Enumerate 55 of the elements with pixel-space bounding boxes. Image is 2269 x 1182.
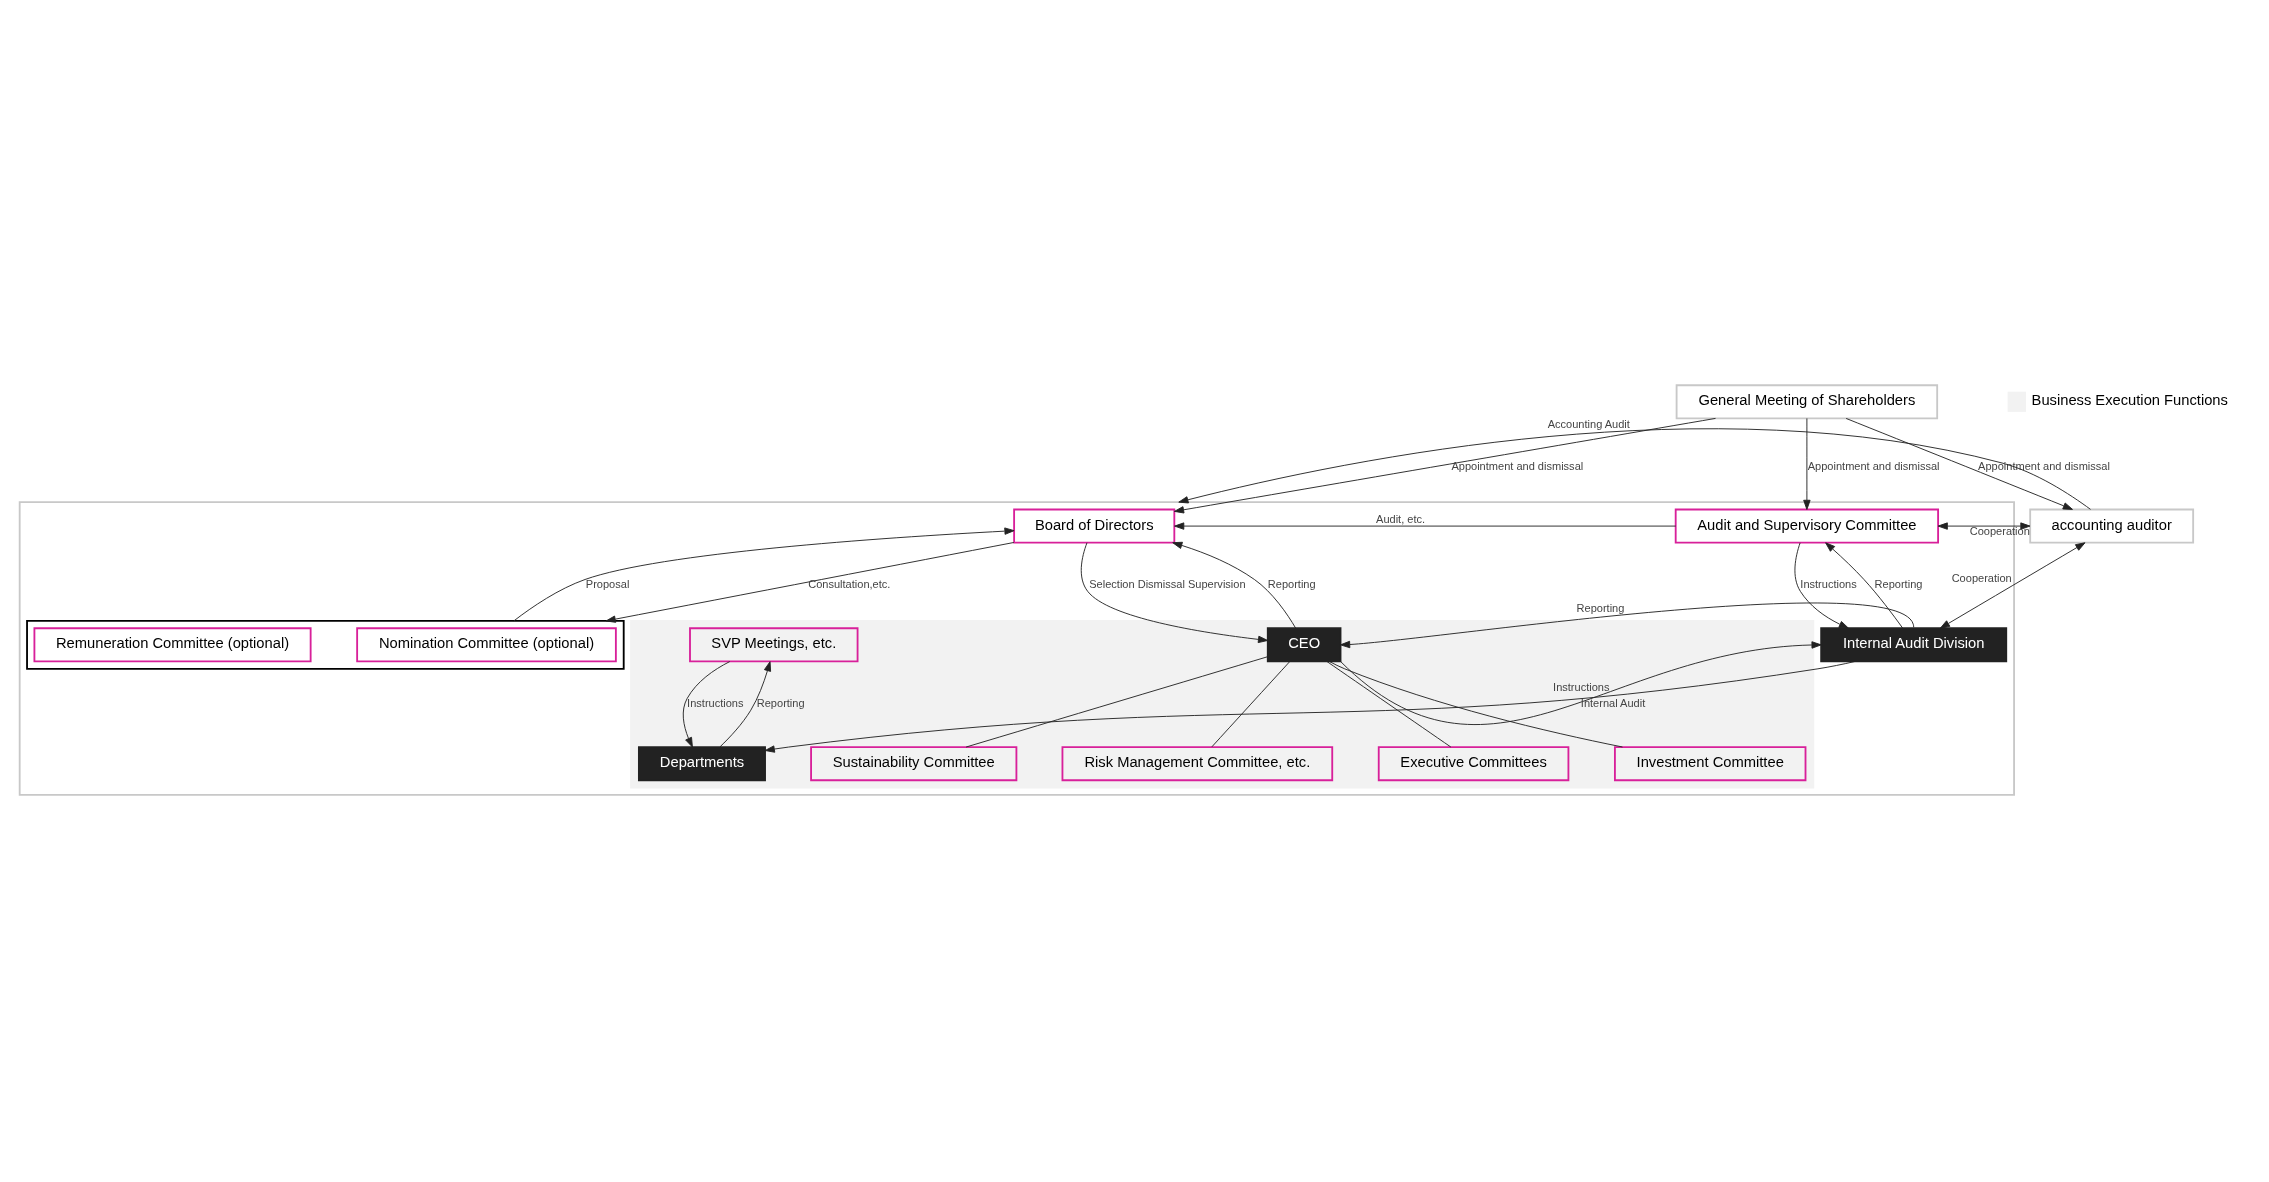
node-box: Executive Committees [1377,746,1570,782]
arrow [1340,641,1822,725]
edge-label: Reporting [1267,578,1316,591]
edge-label: Selection Dismissal Supervision [1089,578,1246,591]
connector [1211,661,1291,748]
edge-label: Cooperation [1951,572,2012,585]
cluster [26,620,625,670]
arrow [1794,542,1849,629]
edge-label: Appointment and dismissal [1807,459,1940,472]
arrow [605,542,1015,623]
edge-label: Reporting [1576,601,1625,614]
arrow [719,661,772,748]
arrow [1174,522,1677,530]
edge-label: Reporting [756,697,805,710]
node-box: Audit and Supervisory Committee [1674,508,1939,544]
arrow [1080,542,1269,644]
edge-label: Accounting Audit [1547,417,1630,430]
node-box: Risk Management Committee, etc. [1061,746,1334,782]
arrow [1937,522,2031,530]
edge-label: Cooperation [1969,524,2030,537]
edge-label: Reporting [1874,578,1923,591]
arrow [764,661,1856,753]
node-box: Departments [638,746,766,782]
arrow [1178,428,2091,510]
node-box: Remuneration Committee (optional) [33,627,312,663]
edge-label: Audit, etc. [1376,512,1426,525]
edge-label: Consultation,etc. [808,578,891,591]
connector [1328,661,1623,748]
node-box: CEO [1266,627,1342,663]
arrow [1825,542,1904,629]
arrow [513,527,1015,622]
edge-label: Proposal [585,578,630,591]
node-box: Board of Directors [1013,508,1176,544]
node-box: General Meeting of Shareholders [1675,384,1939,420]
node-box: Investment Committee [1614,746,1807,782]
connector [1326,661,1452,748]
edge-label: Internal Audit [1580,697,1646,710]
edge-label: Appointment and dismissal [1451,459,1584,472]
edge-label: Instructions [687,697,744,710]
edge-label: Instructions [1800,578,1857,591]
arrow [1172,541,1297,629]
arrow [1939,542,2086,629]
edge-label: Instructions [1553,680,1610,693]
arrow [1845,418,2073,510]
connector [965,656,1269,748]
node-box: Internal Audit Division [1820,627,2008,663]
node-box: SVP Meetings, etc. [689,627,859,663]
node-box: Nomination Committee (optional) [356,627,617,663]
node-box: Sustainability Committee [810,746,1018,782]
arrow [1173,417,1716,514]
legend-label: Business Execution Functions [2031,392,2228,409]
node-box: accounting auditor [2029,508,2195,544]
arrow [1803,418,1811,510]
arrow [682,661,731,748]
arrow [1340,602,1915,649]
